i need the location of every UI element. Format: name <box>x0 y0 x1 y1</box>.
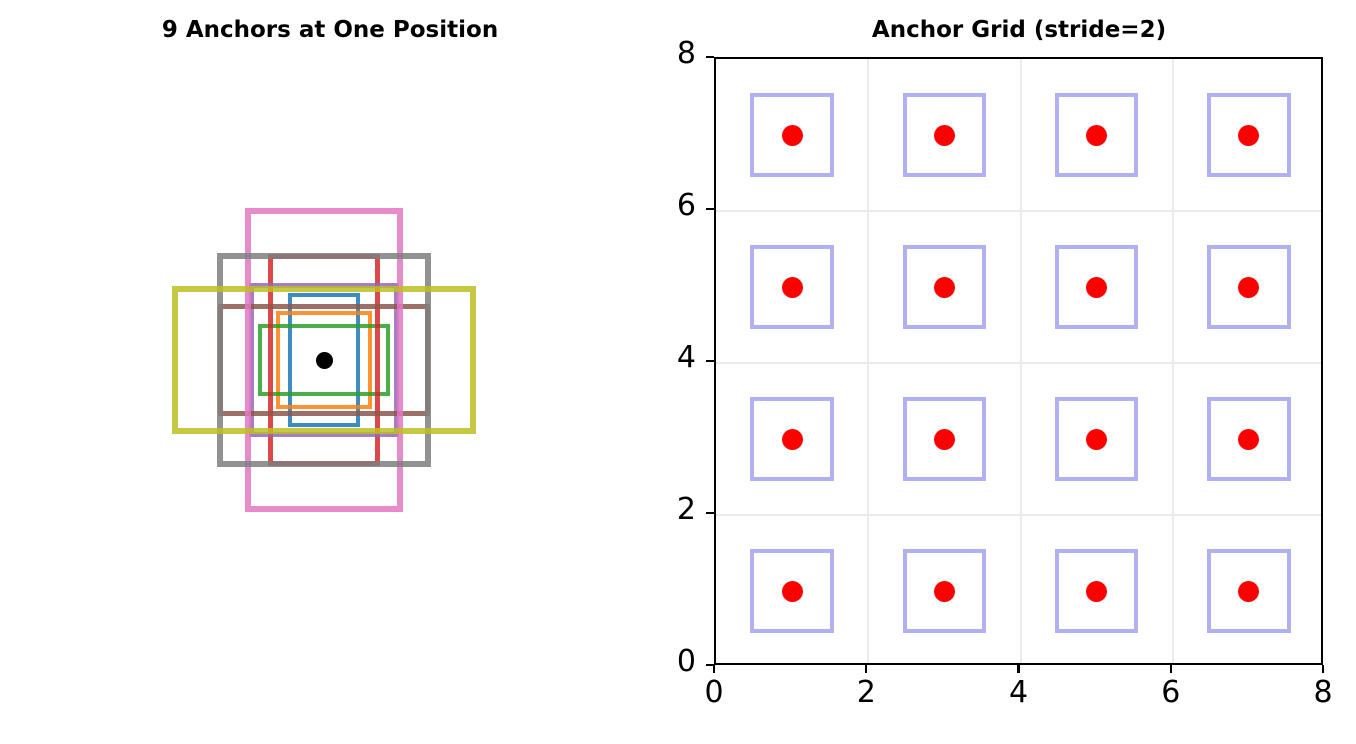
y-axis-tick <box>706 55 714 59</box>
y-axis-tick <box>706 359 714 363</box>
grid-anchor-point <box>1086 124 1108 146</box>
gridline-vertical <box>1171 59 1174 663</box>
anchor-box-stack <box>0 48 660 744</box>
y-axis-tick <box>706 663 714 667</box>
grid-anchor-point <box>781 580 803 602</box>
anchor-box-purple <box>249 283 399 437</box>
anchor-grid-axes <box>714 57 1323 665</box>
x-axis-tick-label: 4 <box>1008 675 1029 710</box>
grid-anchor-box <box>902 397 987 481</box>
grid-anchor-box <box>1054 397 1139 481</box>
grid-anchor-box <box>1054 93 1139 177</box>
gridline-vertical <box>867 59 870 663</box>
right-panel-title: Anchor Grid (stride=2) <box>871 17 1167 43</box>
y-axis-tick-label: 4 <box>676 340 696 375</box>
gridline-horizontal <box>716 514 1321 516</box>
grid-anchor-point <box>1238 124 1260 146</box>
x-axis-tick <box>1017 665 1020 673</box>
grid-anchor-point <box>933 276 955 298</box>
grid-anchor-point <box>781 124 803 146</box>
y-axis-tick-label: 8 <box>676 36 696 71</box>
grid-anchor-point <box>1238 276 1260 298</box>
gridline-horizontal <box>716 362 1321 364</box>
anchor-box-blue <box>288 293 360 427</box>
grid-anchor-point <box>1238 580 1260 602</box>
grid-anchor-box <box>1054 245 1139 329</box>
x-axis-tick-label: 0 <box>704 675 724 710</box>
grid-anchor-point <box>781 428 803 450</box>
anchor-box-green <box>258 324 390 396</box>
grid-anchor-box <box>1054 549 1139 633</box>
anchor-box-yellow <box>172 286 476 434</box>
x-axis-tick-label: 8 <box>1313 675 1333 710</box>
grid-anchor-box <box>750 245 834 329</box>
x-axis-tick <box>1321 665 1325 673</box>
y-axis-tick-label: 6 <box>676 188 696 223</box>
gridline-vertical <box>1019 59 1022 663</box>
grid-anchor-box <box>1207 93 1291 177</box>
grid-anchor-point <box>1086 580 1108 602</box>
gridline-horizontal <box>716 210 1321 212</box>
grid-anchor-point <box>933 428 955 450</box>
x-axis-tick-label: 6 <box>1161 675 1181 710</box>
anchor-box-gray <box>217 253 431 467</box>
y-axis-tick-label: 2 <box>676 492 696 527</box>
grid-anchor-box <box>902 549 987 633</box>
y-axis-tick <box>706 511 714 515</box>
x-axis-tick <box>712 665 716 673</box>
grid-anchor-point <box>781 276 803 298</box>
grid-anchor-box <box>902 93 987 177</box>
grid-anchor-box <box>1207 549 1291 633</box>
x-axis-tick <box>865 665 868 673</box>
grid-anchor-point <box>1086 428 1108 450</box>
left-panel-anchors <box>0 48 660 744</box>
y-axis-tick <box>706 207 714 211</box>
x-axis-tick <box>1169 665 1172 673</box>
anchor-box-pink <box>245 208 403 512</box>
grid-anchor-box <box>902 245 987 329</box>
left-panel-title: 9 Anchors at One Position <box>161 17 499 43</box>
grid-anchor-box <box>1207 397 1291 481</box>
grid-anchor-box <box>1207 245 1291 329</box>
grid-anchor-box <box>750 549 834 633</box>
grid-anchor-box <box>750 397 834 481</box>
grid-anchor-box <box>750 93 834 177</box>
anchor-center-point-icon <box>315 351 333 369</box>
grid-anchor-point <box>933 580 955 602</box>
x-axis-tick-label: 2 <box>856 675 876 710</box>
anchor-box-orange <box>276 311 372 409</box>
grid-anchor-point <box>1086 276 1108 298</box>
grid-anchor-point <box>1238 428 1260 450</box>
grid-anchor-point <box>933 124 955 146</box>
y-axis-tick-label: 0 <box>676 644 696 679</box>
